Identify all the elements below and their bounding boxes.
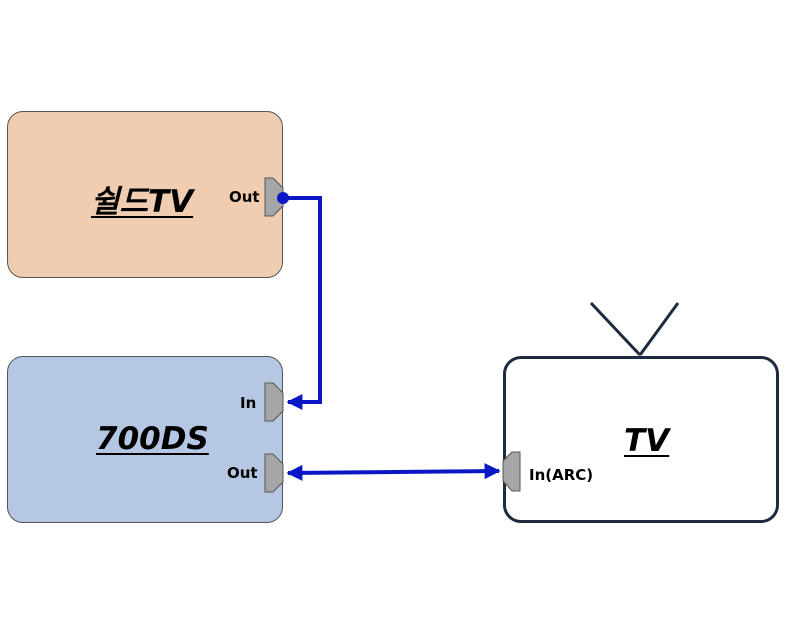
port-label-in: In [240,394,257,412]
node-title: TV [624,423,670,459]
node-tv[interactable]: TV In(ARC) [503,356,779,523]
connection-start-dot [277,192,289,204]
port-label-out: Out [227,464,258,482]
node-title: 700DS [96,421,209,457]
port-label-out: Out [229,188,260,206]
node-700ds[interactable]: 700DS In Out [7,356,283,523]
port-700ds-out[interactable] [264,453,284,493]
connection-shield-to-700ds[interactable] [283,196,322,410]
port-tv-in-arc[interactable] [502,451,521,492]
node-title: 쉴드TV [91,184,194,220]
port-700ds-in[interactable] [264,382,284,422]
antenna-icon [589,301,680,357]
port-label-in-arc: In(ARC) [529,466,594,484]
connection-700ds-to-tv[interactable] [286,463,501,481]
node-shield-tv[interactable]: 쉴드TV Out [7,111,283,278]
port-shield-out[interactable] [264,177,284,217]
